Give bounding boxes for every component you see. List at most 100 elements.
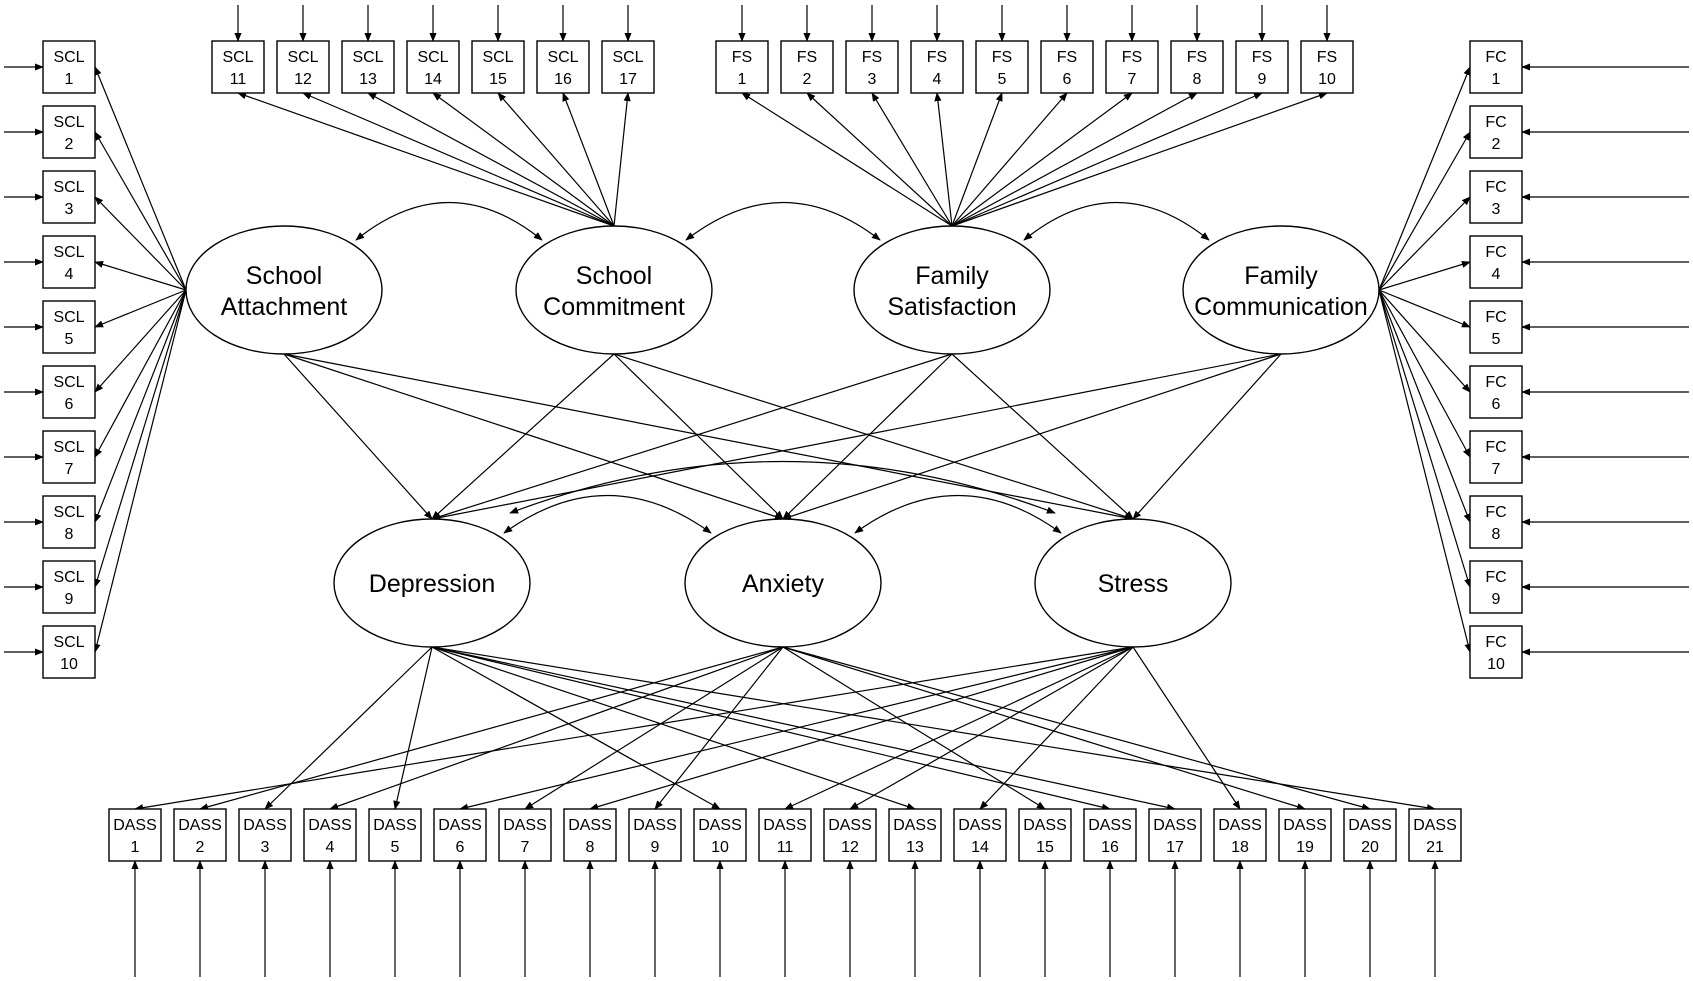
indicator-number: 8 [1492, 526, 1501, 543]
indicator-rect [341, 40, 395, 94]
indicator-number: 13 [906, 839, 924, 856]
loading-sa-5 [94, 289, 187, 328]
indicator-rect [42, 625, 96, 679]
loading-dep-dass-16 [431, 646, 1111, 811]
indicator-prefix: DASS [503, 817, 547, 834]
loading-fc-6 [1378, 289, 1471, 393]
indicator-box-scl-3: SCL 3 [42, 170, 96, 224]
indicator-rect [1408, 808, 1462, 862]
loading-fs-2 [806, 92, 953, 227]
indicator-number: 3 [65, 201, 74, 218]
loading-anx-dass-9 [654, 646, 784, 810]
indicator-rect [536, 40, 590, 94]
loading-sa-10 [93, 289, 187, 653]
indicator-prefix: SCL [53, 374, 84, 391]
indicator-prefix: DASS [1348, 817, 1392, 834]
indicator-rect [563, 808, 617, 862]
indicator-rect [758, 808, 812, 862]
indicator-number: 9 [65, 591, 74, 608]
indicator-number: 5 [65, 331, 74, 348]
loading-sc-12 [302, 92, 615, 227]
loading-sa-6 [94, 289, 187, 393]
indicator-number: 3 [1492, 201, 1501, 218]
indicator-rect [498, 808, 552, 862]
indicator-prefix: SCL [287, 49, 318, 66]
indicator-number: 8 [586, 839, 595, 856]
indicator-number: 10 [1318, 71, 1336, 88]
loading-sc-16 [562, 92, 615, 227]
loading-dep-dass-3 [264, 646, 433, 810]
indicator-box-fs-9: FS9 [1235, 40, 1289, 94]
indicator-rect [780, 40, 834, 94]
indicator-number: 3 [261, 839, 270, 856]
factor-ellipse [333, 518, 531, 648]
loading-fs-10 [951, 92, 1328, 227]
indicator-box-fc-10: FC 10 [1469, 625, 1523, 679]
loading-fc-10 [1378, 289, 1472, 653]
indicator-prefix: SCL [53, 179, 84, 196]
indicator-rect [1469, 300, 1523, 354]
path-fc-to-str [1132, 353, 1282, 520]
loading-fs-4 [934, 92, 953, 227]
indicator-prefix: DASS [763, 817, 807, 834]
loading-sa-2 [94, 131, 187, 291]
covariance-sc-fs [685, 201, 881, 241]
factor-loading-arrows [93, 66, 1472, 812]
indicator-number: 6 [65, 396, 74, 413]
indicator-rect [845, 40, 899, 94]
indicator-box-fs-7: FS7 [1105, 40, 1159, 94]
indicator-prefix: DASS [698, 817, 742, 834]
indicator-prefix: FS [992, 49, 1012, 66]
loading-fs-6 [951, 92, 1068, 227]
indicator-number: 9 [651, 839, 660, 856]
loading-sc-13 [367, 92, 615, 227]
indicator-rect [1469, 40, 1523, 94]
loading-dep-dass-13 [431, 646, 916, 810]
indicator-prefix: SCL [53, 49, 84, 66]
path-fs-to-dep [431, 353, 953, 520]
factor-label: Commitment [543, 293, 685, 321]
indicator-prefix: SCL [53, 309, 84, 326]
indicator-rect [1040, 40, 1094, 94]
indicator-number: 8 [1193, 71, 1202, 88]
loading-str-dass-12 [849, 646, 1134, 810]
indicator-rect [1083, 808, 1137, 862]
observed-indicators: SCL1SCL2SCL3SCL4SCL5SCL6SCL7SCL8SCL9SCL1… [42, 40, 1523, 862]
indicator-number: 12 [841, 839, 859, 856]
indicator-rect [471, 40, 525, 94]
loading-sc-14 [432, 92, 615, 227]
indicator-box-fc-7: FC7 [1469, 430, 1523, 484]
indicator-rect [953, 808, 1007, 862]
indicator-rect [276, 40, 330, 94]
indicator-number: 1 [738, 71, 747, 88]
indicator-rect [1469, 170, 1523, 224]
indicator-prefix: SCL [612, 49, 643, 66]
path-fs-to-anx [782, 353, 953, 520]
indicator-number: 1 [65, 71, 74, 88]
indicator-box-fc-6: FC6 [1469, 365, 1523, 419]
loading-dep-dass-21 [431, 646, 1436, 812]
loading-fc-4 [1378, 260, 1471, 291]
indicator-rect [108, 808, 162, 862]
indicator-prefix: FC [1485, 634, 1506, 651]
indicator-rect [823, 808, 877, 862]
indicator-number: 11 [230, 71, 247, 88]
indicator-number: 17 [619, 71, 637, 88]
indicator-number: 16 [1101, 839, 1119, 856]
indicator-number: 6 [1492, 396, 1501, 413]
indicator-rect [888, 808, 942, 862]
loading-sa-8 [94, 289, 187, 523]
indicator-number: 4 [933, 71, 942, 88]
indicator-number: 10 [1487, 656, 1505, 673]
indicator-box-fc-9: FC9 [1469, 560, 1523, 614]
